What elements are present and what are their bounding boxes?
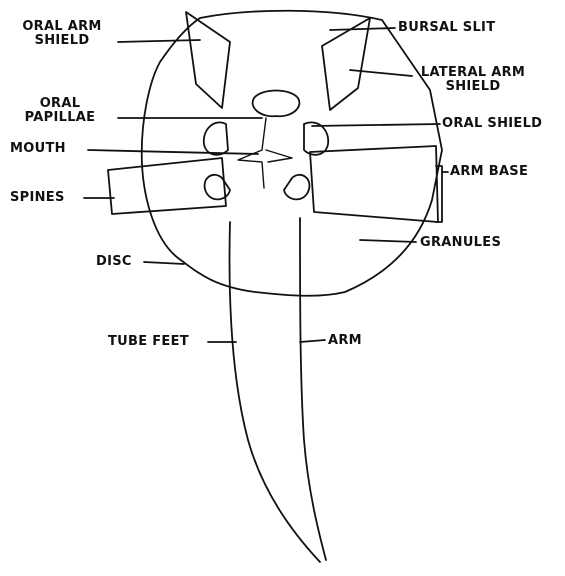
leader-granules — [360, 240, 416, 242]
leader-oral-shield — [312, 124, 440, 126]
oral-shield-lower-left — [205, 175, 230, 200]
arm-base-outline — [310, 146, 438, 222]
label-arm-base: ARM BASE — [450, 165, 528, 179]
leader-disc — [144, 262, 184, 264]
leader-bursal-slit — [330, 28, 395, 30]
leader-arm — [300, 340, 325, 342]
disc-outline — [142, 11, 442, 296]
label-oral-papillae: ORAL PAPILLAE — [6, 97, 114, 125]
label-spines: SPINES — [10, 191, 65, 205]
label-granules: GRANULES — [420, 236, 501, 250]
label-mouth: MOUTH — [10, 142, 66, 156]
oral-shield-left — [204, 122, 228, 154]
oral-shield-right — [304, 122, 328, 154]
label-bursal-slit: BURSAL SLIT — [398, 21, 495, 35]
spines-arm-outline — [108, 158, 226, 214]
leader-oral-arm-shield — [118, 40, 200, 42]
oral-shield-lower-right — [284, 175, 309, 200]
upper-left-arm-outline — [186, 12, 230, 108]
upper-right-arm-outline — [322, 18, 370, 110]
label-tube-feet: TUBE FEET — [108, 335, 189, 349]
label-disc: DISC — [96, 255, 132, 269]
leader-mouth — [88, 150, 258, 154]
label-arm: ARM — [328, 334, 362, 348]
label-oral-arm-shield: ORAL ARM SHIELD — [12, 20, 112, 48]
arm-outline — [230, 218, 326, 562]
label-oral-shield: ORAL SHIELD — [442, 117, 542, 131]
oral-shield-upper — [253, 91, 300, 117]
label-lateral-arm-shield: LATERAL ARM SHIELD — [414, 66, 532, 94]
